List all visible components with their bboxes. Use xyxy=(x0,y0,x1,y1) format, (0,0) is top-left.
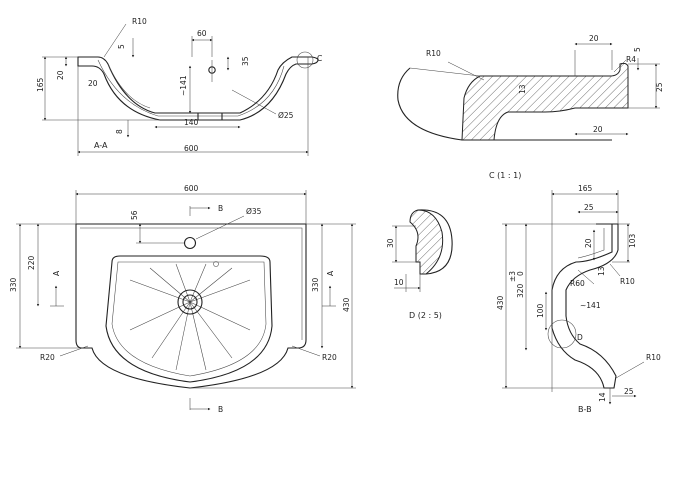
d-30-label: 30 xyxy=(386,238,395,248)
detail-d: 30 10 D (2 : 5) xyxy=(386,209,453,320)
bb-r10-top-label: R10 xyxy=(620,277,635,286)
c-13-label: 13 xyxy=(518,84,527,94)
section-a-a: R10 5 60 165 20 20 ~141 35 140 8 600 Ø25… xyxy=(36,17,322,156)
bb-141-label: ~141 xyxy=(580,301,601,310)
aa-8-label: 8 xyxy=(115,129,124,134)
aa-c-ref-label: C xyxy=(317,54,322,63)
aa-165-label: 165 xyxy=(36,77,45,92)
bb-3-label: ±3 xyxy=(508,271,517,282)
bb-d-ref-label: D xyxy=(577,333,583,342)
top-330-right-label: 330 xyxy=(311,277,320,292)
c-5-label: 5 xyxy=(633,47,642,52)
top-430-label: 430 xyxy=(342,297,351,312)
bb-0-label: 0 xyxy=(516,271,525,276)
top-view: 600 56 Ø35 B B 330 220 A A 330 430 R20 R… xyxy=(9,184,356,414)
bb-14-label: 14 xyxy=(598,392,607,402)
aa-600-label: 600 xyxy=(184,144,199,153)
bb-100-label: 100 xyxy=(536,303,545,318)
c-25-label: 25 xyxy=(655,82,664,92)
top-220-label: 220 xyxy=(27,255,36,270)
bb-20-label: 20 xyxy=(584,238,593,248)
top-b-marker-bottom: B xyxy=(218,405,223,414)
top-600-label: 600 xyxy=(184,184,199,193)
aa-5-label: 5 xyxy=(117,44,126,49)
top-r20-right-label: R20 xyxy=(322,353,337,362)
top-r20-left-label: R20 xyxy=(40,353,55,362)
aa-dia25-label: Ø25 xyxy=(278,111,294,120)
bb-25-top-label: 25 xyxy=(584,203,594,212)
c-20-top-label: 20 xyxy=(589,34,599,43)
top-dia35-label: Ø35 xyxy=(246,207,262,216)
bb-r10-bottom-label: R10 xyxy=(646,353,661,362)
bb-320-label: 320 xyxy=(516,283,525,298)
d-10-label: 10 xyxy=(394,278,404,287)
aa-60-label: 60 xyxy=(197,29,207,38)
aa-35-label: 35 xyxy=(241,56,250,66)
bb-103-label: 103 xyxy=(628,233,637,248)
aa-r10-label: R10 xyxy=(132,17,147,26)
top-a-marker-left: A xyxy=(52,270,61,276)
top-b-marker-top: B xyxy=(218,204,223,213)
top-56-label: 56 xyxy=(130,210,139,220)
top-a-marker-right: A xyxy=(326,270,335,276)
bb-25-bottom-label: 25 xyxy=(624,387,634,396)
c-20-bottom-label: 20 xyxy=(593,125,603,134)
section-b-b: 165 25 20 103 13 R10 R60 ~141 ±3 320 0 1… xyxy=(496,184,661,414)
bb-165-label: 165 xyxy=(578,184,593,193)
bb-r60-label: R60 xyxy=(570,279,585,288)
detail-c: R10 20 5 R4 13 25 20 C (1 : 1) xyxy=(397,34,664,180)
aa-caption: A-A xyxy=(94,141,108,150)
bb-caption: B-B xyxy=(578,405,592,414)
d-caption: D (2 : 5) xyxy=(409,311,442,320)
bb-13-label: 13 xyxy=(597,266,606,276)
aa-20-inner-label: 20 xyxy=(88,79,98,88)
bb-430-label: 430 xyxy=(496,295,505,310)
c-r10-label: R10 xyxy=(426,49,441,58)
c-r4-label: R4 xyxy=(626,55,636,64)
aa-141-label: ~141 xyxy=(179,75,188,96)
aa-20-left-label: 20 xyxy=(56,70,65,80)
aa-140-label: 140 xyxy=(184,118,199,127)
top-330-left-label: 330 xyxy=(9,277,18,292)
c-caption: C (1 : 1) xyxy=(489,171,521,180)
